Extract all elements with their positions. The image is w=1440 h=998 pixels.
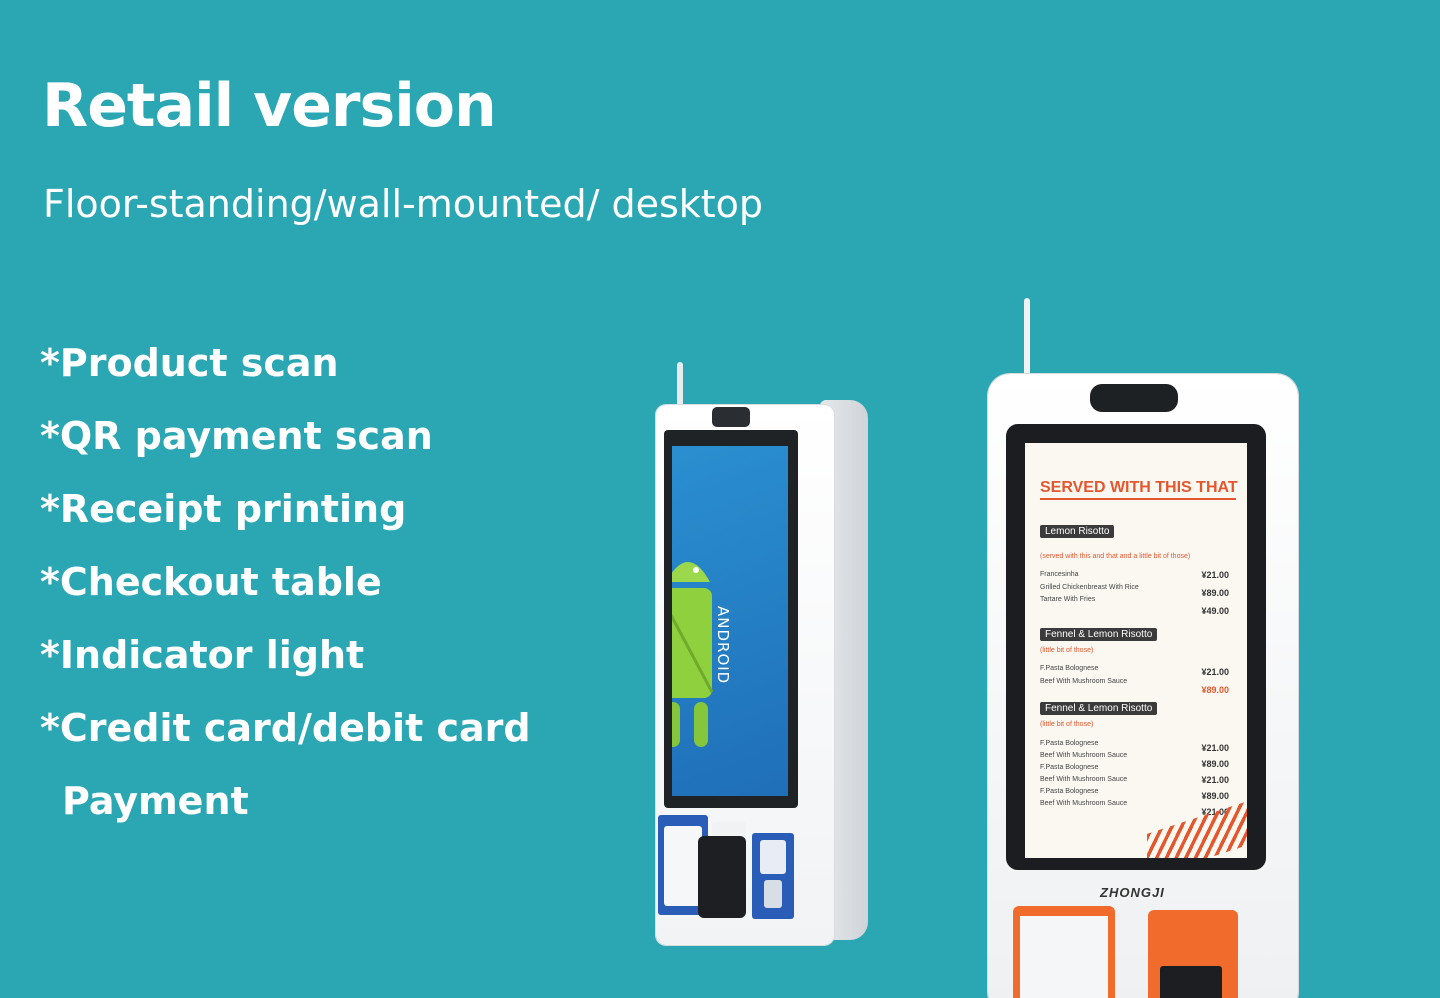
page-subtitle: Floor-standing/wall-mounted/ desktop <box>43 182 764 226</box>
menu-price: ¥89.00 <box>1201 759 1229 769</box>
scanner-head <box>698 836 746 918</box>
feature-receipt-printing: *Receipt printing <box>40 487 407 531</box>
menu-section-header: Fennel & Lemon Risotto <box>1040 702 1158 715</box>
menu-item: Beef With Mushroom Sauce <box>1040 678 1128 685</box>
card-reader-panel <box>760 840 786 874</box>
menu-price: ¥89.00 <box>1201 588 1229 598</box>
feature-indicator-light: *Indicator light <box>40 633 365 677</box>
android-wordmark: ANDROID <box>714 606 732 685</box>
menu-item: Beef With Mushroom Sauce <box>1040 776 1128 783</box>
brand-logo: ZHONGJI <box>1100 885 1165 900</box>
menu-item: Beef With Mushroom Sauce <box>1040 752 1128 759</box>
kiosk-antenna <box>677 362 683 412</box>
menu-item: F.Pasta Bolognese <box>1040 665 1099 672</box>
camera-icon <box>712 407 750 427</box>
menu-price: ¥89.00 <box>1201 685 1229 695</box>
printer-paper-slot <box>1020 916 1108 998</box>
menu-item: Tartare With Fries <box>1040 596 1096 603</box>
menu-item: Grilled Chickenbreast With Rice <box>1040 584 1139 591</box>
menu-price: ¥21.00 <box>1201 570 1229 580</box>
menu-item: F.Pasta Bolognese <box>1040 788 1099 795</box>
feature-list: *Product scan *QR payment scan *Receipt … <box>40 338 531 849</box>
feature-product-scan: *Product scan <box>40 341 339 385</box>
android-robot-icon <box>672 562 714 747</box>
feature-qr-payment-scan: *QR payment scan <box>40 414 433 458</box>
menu-section-note: (served with this and that and a little … <box>1040 553 1191 560</box>
menu-item: F.Pasta Bolognese <box>1040 764 1099 771</box>
menu-section-note: (little bit of those) <box>1040 647 1094 654</box>
printer-paper-slot <box>664 826 702 906</box>
menu-price: ¥21.00 <box>1201 775 1229 785</box>
feature-checkout-table: *Checkout table <box>40 560 382 604</box>
camera-icon <box>1090 384 1178 412</box>
menu-divider <box>1040 498 1236 500</box>
menu-screen: SERVED WITH THIS THAT Lemon Risotto (ser… <box>1025 443 1247 858</box>
card-slot <box>764 880 782 908</box>
page-title: Retail version <box>42 71 497 141</box>
menu-price: ¥21.00 <box>1201 667 1229 677</box>
menu-item: F.Pasta Bolognese <box>1040 740 1099 747</box>
menu-section-note: (little bit of those) <box>1040 721 1094 728</box>
feature-card-payment-continued: Payment <box>62 779 249 823</box>
menu-item: Francesinha <box>1040 571 1079 578</box>
menu-section-header: Lemon Risotto <box>1040 525 1115 538</box>
decorative-stripes <box>1147 798 1247 858</box>
menu-section-header: Fennel & Lemon Risotto <box>1040 628 1158 641</box>
kiosk-screen: ANDROID <box>672 446 788 796</box>
menu-title: SERVED WITH THIS THAT <box>1040 479 1238 496</box>
menu-item: Beef With Mushroom Sauce <box>1040 800 1128 807</box>
menu-price: ¥49.00 <box>1201 606 1229 616</box>
feature-card-payment: *Credit card/debit card <box>40 706 531 750</box>
menu-price: ¥21.00 <box>1201 743 1229 753</box>
qr-scanner <box>1160 966 1222 998</box>
kiosk-antenna <box>1024 298 1030 380</box>
menu-price: ¥89.00 <box>1201 791 1229 801</box>
